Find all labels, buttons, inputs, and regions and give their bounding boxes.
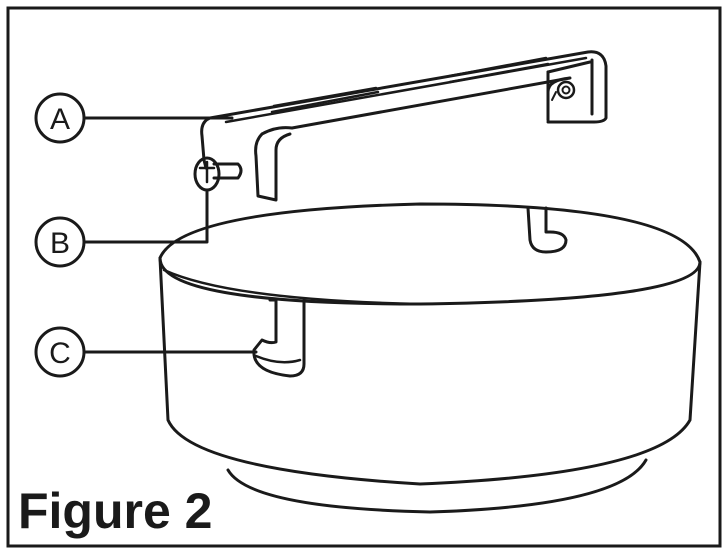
callout-b: B — [34, 188, 209, 268]
callout-a-letter: A — [50, 103, 70, 136]
callout-c: C — [34, 326, 258, 378]
fixture-canopy — [158, 202, 702, 514]
callout-a: A — [34, 92, 234, 144]
callout-c-letter: C — [49, 337, 71, 370]
callout-c-circle — [34, 326, 86, 378]
callout-b-letter: B — [50, 227, 70, 260]
figure-frame — [6, 6, 722, 548]
callout-a-circle — [34, 92, 86, 144]
keyhole-slot — [252, 298, 306, 378]
figure-caption: Figure 2 — [18, 483, 212, 539]
mounting-bracket — [200, 50, 608, 202]
callout-b-circle — [34, 216, 86, 268]
